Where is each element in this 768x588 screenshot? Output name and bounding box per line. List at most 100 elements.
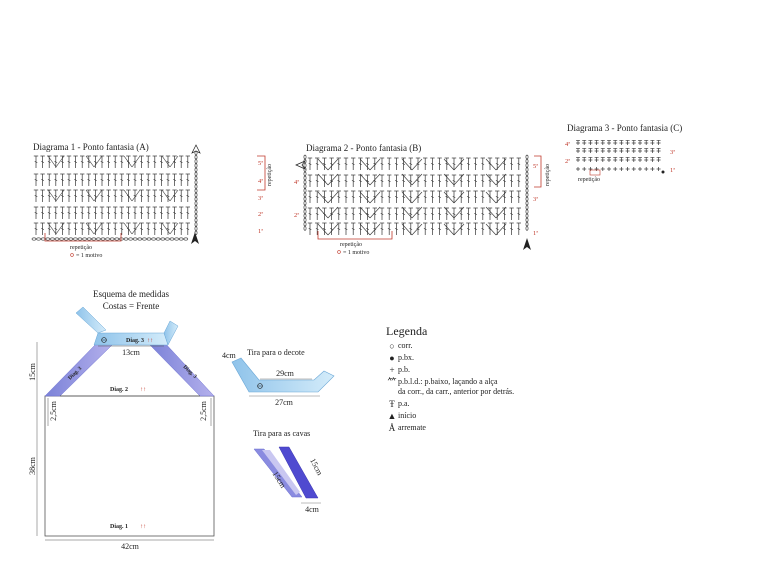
treble-stitch [386, 174, 392, 188]
chain-stitch [525, 180, 529, 185]
pbld-stitch [637, 140, 643, 146]
treble-stitch [465, 190, 471, 204]
pbld-stitch [606, 166, 612, 172]
v-stitch-line [93, 222, 103, 235]
pbld-stitch [656, 148, 661, 154]
v-stitch-line [327, 173, 339, 186]
treble-stitch [53, 155, 59, 169]
diagram-1: Diagrama 1 - Ponto fantasia (A) repetiçã… [31, 142, 273, 259]
pbld-stitch [643, 157, 649, 163]
v-stitch-line [411, 191, 423, 204]
treble-stitch [33, 206, 39, 220]
treble-stitch [112, 155, 118, 169]
motif-icon-2 [337, 250, 341, 254]
treble-stitch [53, 173, 59, 187]
treble-stitch [365, 222, 371, 236]
diagram-3-title: Diagrama 3 - Ponto fantasia (C) [567, 123, 682, 133]
chain-stitch [303, 222, 307, 227]
chain-stitch [194, 167, 198, 172]
neck-strip-outer-length: 27cm [275, 398, 294, 407]
treble-stitch [92, 222, 98, 236]
treble-stitch [172, 222, 178, 236]
chain-stitch [31, 237, 37, 241]
chain-stitch [54, 237, 60, 241]
pbld-stitch [600, 157, 606, 163]
treble-stitch [106, 173, 112, 187]
treble-stitch [132, 206, 138, 220]
treble-stitch [408, 190, 414, 204]
chain-stitch [73, 237, 78, 241]
treble-stitch [158, 173, 164, 187]
v-stitch-line [359, 173, 371, 186]
treble-stitch [86, 173, 92, 187]
legend-item-label: p.a. [398, 399, 410, 408]
treble-stitch [152, 189, 158, 203]
v-stitch-line [453, 158, 465, 171]
v-stitch-line [401, 223, 413, 236]
v-stitch-line [411, 223, 423, 236]
neck-strip-diagram: Tira para o decote 29cm 27cm 4cm [222, 348, 335, 407]
treble-stitch [99, 206, 105, 220]
treble-stitch [501, 207, 507, 221]
chain-stitch [303, 163, 307, 168]
chain-stitch [174, 237, 179, 241]
treble-stitch [33, 155, 39, 169]
pbld-stitch [612, 157, 618, 163]
left-shoulder-strip [75, 306, 107, 334]
v-stitch-line [123, 189, 133, 202]
legend-item-label: arremate [398, 423, 426, 432]
v-stitch-line [495, 158, 507, 171]
treble-stitch [473, 190, 479, 204]
treble-stitch [152, 155, 158, 169]
treble-stitch [314, 207, 320, 221]
treble-stitch [40, 222, 46, 236]
treble-stitch [393, 174, 399, 188]
chain-stitch [155, 237, 161, 241]
pbld-stitch [619, 166, 624, 172]
chain-stitch [194, 180, 198, 185]
pbld-stitch [643, 148, 649, 154]
v-stitch-line [85, 189, 95, 202]
diagram-3-row-2: 2ª [565, 158, 570, 165]
treble-stitch [79, 206, 85, 220]
treble-stitch [99, 173, 105, 187]
pbld-stitch [575, 157, 581, 163]
v-stitch-line [47, 155, 57, 168]
v-stitch-line [161, 189, 171, 202]
treble-stitch [437, 190, 443, 204]
chain-stitch [194, 201, 198, 206]
chain-stitch [194, 226, 198, 231]
chain-stitch [194, 159, 198, 164]
v-stitch-line [411, 173, 423, 186]
legend-item-chain: ○ corr. [386, 341, 586, 351]
slip-stitch-legend-icon: ● [389, 353, 395, 363]
treble-stitch [139, 206, 145, 220]
pbld-stitch [600, 166, 606, 172]
pbld-stitch [594, 157, 599, 163]
treble-stitch [112, 206, 118, 220]
treble-stitch [350, 157, 356, 171]
diagram-3-row-3: 3ª [670, 149, 675, 156]
treble-stitch [487, 157, 493, 171]
treble-stitch [336, 207, 342, 221]
pbld-stitch [656, 157, 661, 163]
treble-stitch [152, 173, 158, 187]
chain-stitch [194, 213, 198, 219]
body-height-label: 38cm [28, 456, 37, 475]
treble-stitch [429, 222, 435, 236]
pbld-stitch [625, 157, 630, 163]
treble-stitch [172, 189, 178, 203]
chain-stitch [194, 188, 198, 193]
treble-stitch [307, 222, 313, 236]
diagram-2-repeat-bottom-bracket [317, 231, 393, 240]
treble-stitch [145, 173, 151, 187]
treble-stitch [172, 173, 178, 187]
treble-stitch [480, 174, 486, 188]
v-stitch-line [55, 222, 65, 235]
treble-icon: Ŧ [389, 399, 395, 409]
treble-stitch [401, 190, 407, 204]
diagram-3-repeat-box [589, 169, 601, 176]
treble-stitch [465, 222, 471, 236]
treble-stitch [379, 174, 385, 188]
treble-stitch [422, 174, 428, 188]
